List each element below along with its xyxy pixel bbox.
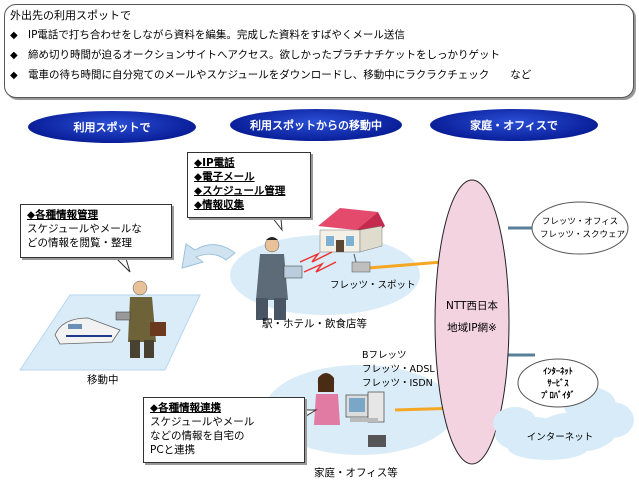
- flets-office-node: [531, 201, 629, 255]
- callout-text: スケジュールやメール: [150, 416, 255, 428]
- callout-heading: ◆各種情報管理: [27, 209, 99, 221]
- callout-text: スケジュールやメールな: [27, 223, 142, 235]
- info-bullet: ◆ 締め切り時間が迫るオークションサイトへアクセス。欲しかったプラチナチケットをし…: [10, 47, 500, 62]
- callout-text: PCと連携: [150, 444, 196, 456]
- flets-spot-label: フレッツ・スポット: [330, 280, 416, 291]
- access-b-flets: Bフレッツ: [362, 350, 407, 361]
- shop-building-icon: [318, 208, 385, 253]
- transition-arrow-icon: [181, 243, 236, 269]
- flets-square-label: フレッツ・スクウェア: [540, 230, 626, 240]
- service-schedule: ◆スケジュール管理: [194, 185, 286, 197]
- home-office-label: 家庭・オフィス等: [314, 467, 398, 479]
- spot-to-ntt-line: [367, 260, 443, 270]
- isp-label-line: ｲﾝﾀｰﾈｯﾄ: [543, 367, 573, 377]
- internet-cloud-icon: [493, 387, 634, 460]
- callout-home-sync: ◆各種情報連携 スケジュールやメール などの情報を自宅の PCと連携: [143, 397, 305, 463]
- isp-label-line: ｻｰﾋﾞｽ: [547, 379, 569, 389]
- pill-moving-from-spot: 利用スポットからの移動中: [230, 109, 402, 141]
- bullet-diamond-icon: ◆: [10, 70, 18, 81]
- isp-label-line: ﾌﾟﾛﾊﾞｲﾀﾞ: [540, 391, 575, 401]
- info-bullet-text: 締め切り時間が迫るオークションサイトへアクセス。欲しかったプラチナチケットをしっ…: [28, 49, 500, 61]
- access-point-icon: [351, 253, 371, 273]
- callout-spot-services: ◆IP電話 ◆電子メール ◆スケジュール管理 ◆情報収集: [187, 152, 311, 218]
- access-adsl: フレッツ・ADSL: [362, 364, 435, 375]
- service-email: ◆電子メール: [194, 171, 255, 183]
- isp-node: [517, 358, 599, 408]
- flets-office-label: フレッツ・オフィス: [541, 217, 619, 227]
- ntt-label-line1: NTT西日本: [446, 300, 498, 312]
- businessman-walking-icon: [115, 280, 166, 358]
- station-hotel-label: 駅・ホテル・飲食店等: [262, 318, 367, 330]
- woman-at-computer-icon: [314, 373, 386, 447]
- callout-text: どの情報を閲覧・整理: [27, 237, 132, 249]
- bullet-diamond-icon: ◆: [10, 50, 18, 61]
- service-ip-phone: ◆IP電話: [194, 157, 235, 169]
- businessman-tablet-icon: [256, 237, 303, 320]
- pill-at-spot: 利用スポットで: [28, 111, 196, 143]
- info-box: [4, 4, 634, 98]
- info-bullet-text: 電車の待ち時間に自分宛てのメールやスケジュールをダウンロードし、移動中にラクラク…: [28, 69, 532, 81]
- callout-text: などの情報を自宅の: [150, 430, 245, 442]
- bullet-diamond-icon: ◆: [10, 30, 18, 41]
- access-isdn: フレッツ・ISDN: [362, 378, 433, 389]
- moving-label: 移動中: [87, 374, 119, 386]
- ntt-regional-ip-network: [434, 179, 510, 465]
- bullet-train-icon: [54, 317, 121, 345]
- info-bullet-text: IP電話で打ち合わせをしながら資料を編集。完成した資料をすばやくメール送信: [28, 29, 405, 41]
- info-box-title: 外出先の利用スポットで: [10, 9, 131, 22]
- callout-mobile-management: ◆各種情報管理 スケジュールやメールな どの情報を閲覧・整理: [20, 204, 172, 258]
- wireless-signal-icon: [303, 261, 337, 273]
- ntt-label-line2: 地域IP網※: [447, 322, 497, 334]
- service-info: ◆情報収集: [194, 199, 245, 211]
- info-bullet: ◆ IP電話で打ち合わせをしながら資料を編集。完成した資料をすばやくメール送信: [10, 27, 405, 42]
- callout-heading: ◆各種情報連携: [150, 402, 222, 414]
- internet-label: インターネット: [526, 432, 594, 443]
- pill-home-office: 家庭・オフィスで: [430, 109, 598, 141]
- info-bullet: ◆ 電車の待ち時間に自分宛てのメールやスケジュールをダウンロードし、移動中にラクラ…: [10, 67, 531, 82]
- wireless-signal-icon: [299, 251, 333, 263]
